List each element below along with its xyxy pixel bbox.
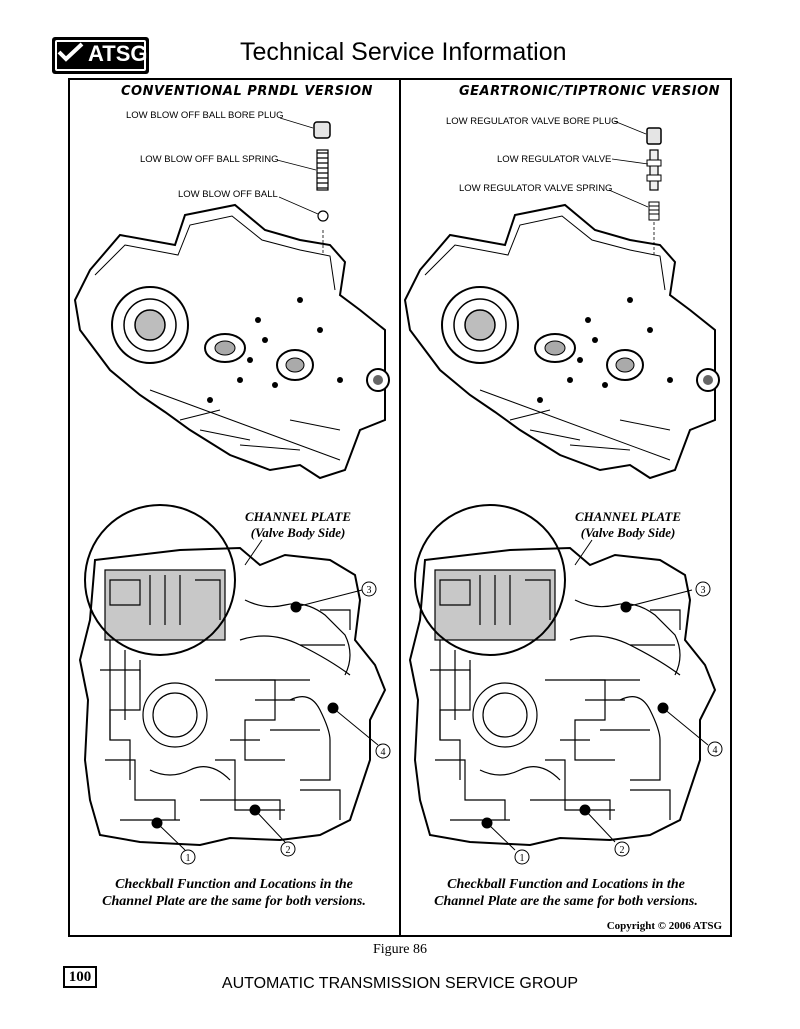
callout-bore-plug: LOW BLOW OFF BALL BORE PLUG [126,110,284,121]
callout-ball: LOW BLOW OFF BALL [178,189,278,200]
callout-regulator-valve: LOW REGULATOR VALVE [497,154,612,165]
left-exploded-parts [276,117,331,255]
right-caption: Checkball Function and Locations in the … [434,877,698,909]
callout-ball-spring: LOW BLOW OFF BALL SPRING [140,154,279,165]
checkball-label-4: 4 [713,745,718,756]
left-caption: Checkball Function and Locations in the … [102,877,366,909]
callout-regulator-spring: LOW REGULATOR VALVE SPRING [459,183,613,194]
left-panel-heading: CONVENTIONAL PRNDL VERSION [121,84,373,99]
footer-text: AUTOMATIC TRANSMISSION SERVICE GROUP [221,975,579,992]
checkball-label-2: 2 [620,845,625,856]
right-exploded-parts [608,120,662,255]
checkball-label-4: 4 [381,747,386,758]
callout-regulator-bore-plug: LOW REGULATOR VALVE BORE PLUG [446,116,619,127]
panel-divider [399,78,401,937]
copyright-notice: Copyright © 2006 ATSG [606,920,722,932]
page-number: 100 [63,966,97,988]
right-panel-heading: GEARTRONIC/TIPTRONIC VERSION [459,84,720,99]
left-checkball-labels: 1 2 3 4 [186,585,386,864]
right-checkball-markers [481,581,723,865]
checkball-label-2: 2 [286,845,291,856]
right-channel-plate-drawing [409,504,716,846]
right-checkball-labels: 1 2 3 4 [520,585,718,864]
left-housing-drawing [74,204,390,479]
checkball-label-3: 3 [367,585,372,596]
atsg-logo: ATSG [52,37,149,74]
checkball-label-1: 1 [520,853,525,864]
right-channel-plate-label: CHANNEL PLATE (Valve Body Side) [574,509,682,540]
logo-check-icon [57,42,84,62]
left-channel-plate-drawing [79,504,386,846]
checkball-label-1: 1 [186,853,191,864]
checkball-label-3: 3 [701,585,706,596]
left-checkball-markers [151,581,391,865]
figure-label: Figure 86 [372,942,428,957]
page-title: Technical Service Information [240,38,567,66]
left-channel-plate-label: CHANNEL PLATE (Valve Body Side) [244,509,352,540]
right-housing-drawing [404,204,720,479]
